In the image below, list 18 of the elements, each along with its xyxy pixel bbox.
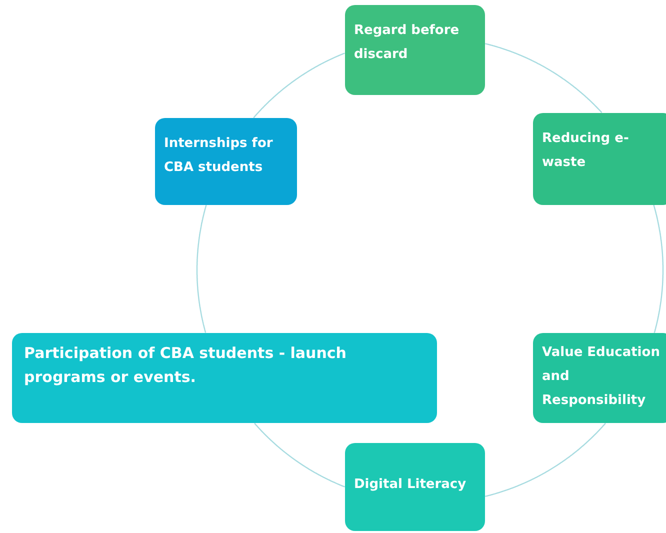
process-box [345, 5, 485, 95]
box-text: Reducing e-waste [542, 130, 630, 172]
box-text: Participation of CBA students - launch programs or events. [24, 343, 348, 388]
connector-arc [253, 52, 345, 118]
box-text: Internships for CBA students [164, 135, 274, 177]
connector-arc [485, 43, 602, 113]
box-text: Value Education and Responsibility [542, 344, 661, 410]
process-box [155, 118, 297, 205]
process-box [12, 333, 437, 423]
box-text: Digital Literacy [354, 476, 468, 494]
process-box [345, 443, 485, 531]
connector-arc [254, 422, 346, 488]
box-text: Regard before discard [354, 22, 460, 64]
connector-arc [196, 204, 207, 333]
connector-arc [653, 204, 664, 333]
connector-arc [485, 422, 606, 497]
process-box [533, 333, 666, 423]
process-box [533, 113, 666, 205]
